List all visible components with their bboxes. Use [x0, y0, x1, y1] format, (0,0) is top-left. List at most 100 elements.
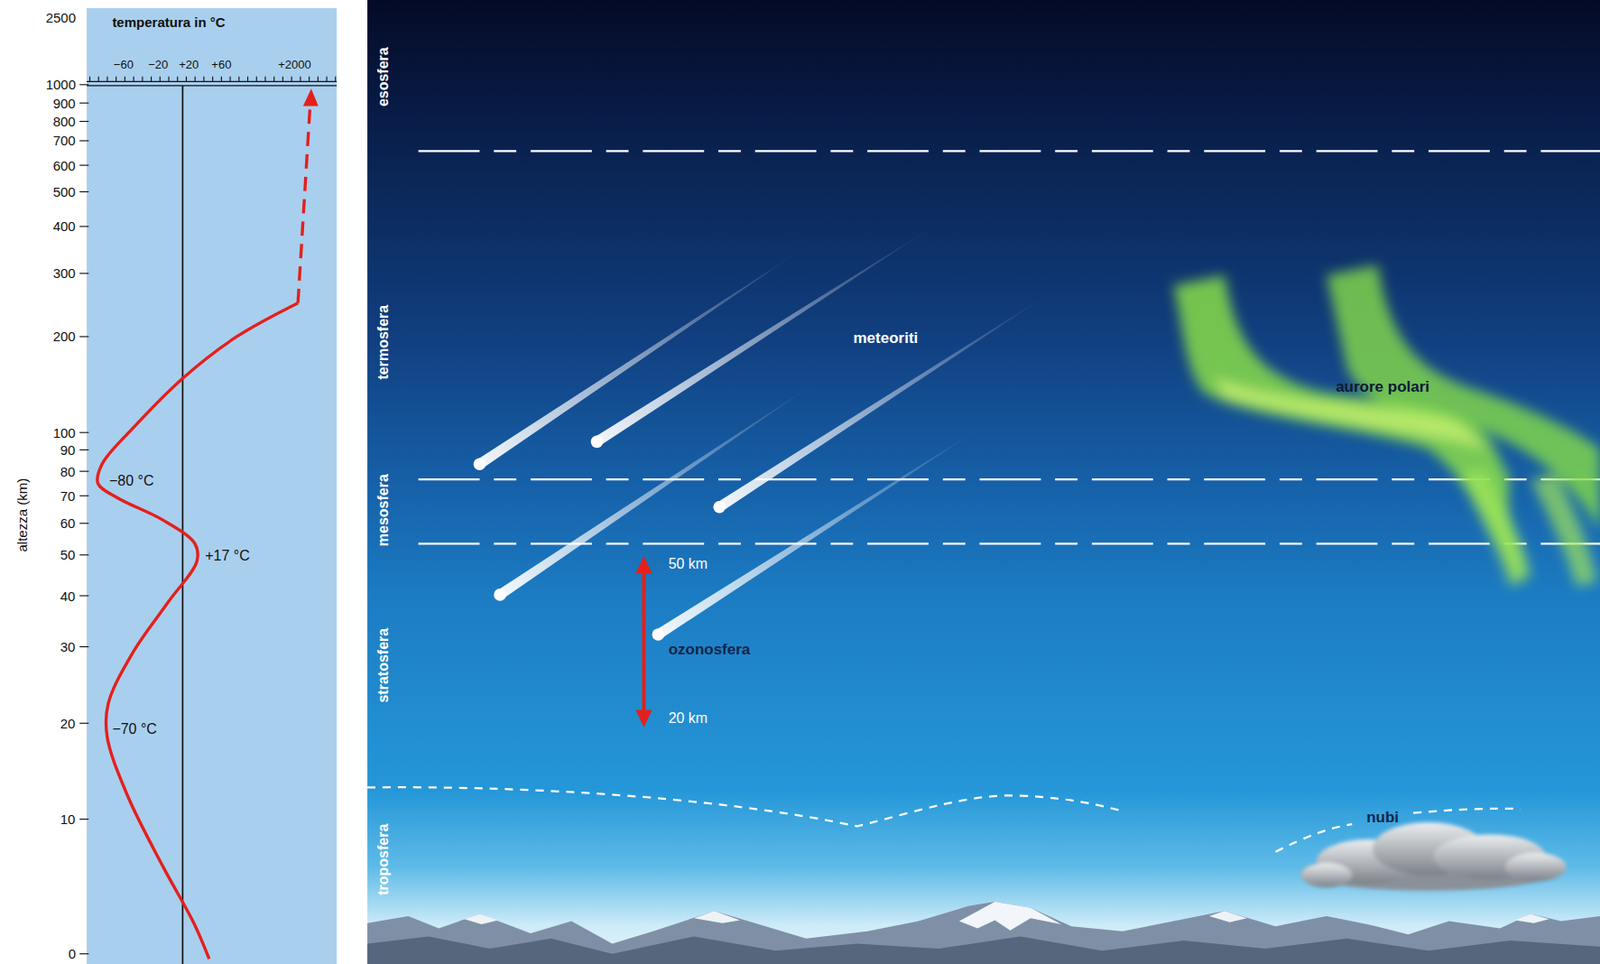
layer-band: termosfera: [372, 301, 395, 382]
axis-tick: [256, 76, 258, 83]
axis-value: 400: [53, 218, 76, 234]
axis-value: 20: [60, 715, 76, 731]
axis-tick: [79, 952, 89, 954]
altitude-value: 50 km: [668, 555, 709, 573]
meteor-head: [712, 500, 726, 514]
temperature-value: +17 °C: [204, 547, 250, 565]
tropopause-line: [1413, 808, 1521, 814]
meteor-head: [493, 588, 507, 602]
axis-tick: [238, 76, 240, 83]
axis-tick: [124, 76, 126, 83]
temperature-value: −70 °C: [111, 721, 158, 738]
meteor-trail: [476, 249, 801, 469]
axis-value: 200: [53, 328, 76, 344]
axis-tick: [150, 76, 152, 83]
layer-band: stratosfera: [372, 624, 395, 705]
illustration-label: aurore polari: [1335, 378, 1430, 397]
temperature-curve: [297, 103, 311, 303]
axis-tick: [79, 165, 89, 167]
axis-tick: [79, 432, 89, 434]
axis-tick: [230, 76, 232, 83]
axis-tick: [291, 76, 293, 83]
meteor-trail: [716, 295, 1046, 512]
meteor-head: [473, 457, 487, 471]
axis-value: 70: [60, 488, 76, 504]
axis-tick: [79, 83, 89, 85]
ozone-arrow: [635, 555, 652, 728]
layer-name: mesosfera: [375, 473, 392, 546]
axis-value: 100: [53, 425, 76, 441]
axis-tick: [79, 335, 89, 337]
illustration-label: nubi: [1366, 808, 1399, 827]
axis-tick: [159, 76, 161, 83]
axis-tick: [79, 225, 89, 227]
cloud: [1301, 822, 1567, 891]
altitude-value: 20 km: [668, 710, 709, 727]
axis-value: 800: [53, 113, 76, 130]
temperature-curve: [97, 303, 298, 960]
temperature-value: −80 °C: [109, 472, 155, 490]
axis-tick: [115, 76, 117, 83]
meteor-trail: [593, 229, 929, 446]
axis-title: temperatura in °C: [111, 14, 225, 30]
axis-tick: [334, 76, 336, 83]
axis-value: −60: [113, 58, 134, 73]
axis-value: 2500: [46, 9, 76, 26]
layer-name: termosfera: [375, 304, 392, 380]
axis-tick: [299, 76, 301, 83]
layer-name: esosfera: [375, 46, 392, 107]
axis-tick: [79, 191, 89, 193]
axis-value: 10: [60, 811, 76, 827]
axis-value: 50: [60, 546, 76, 563]
layer-name: troposfera: [375, 823, 392, 895]
axis-tick: [79, 646, 89, 648]
axis-break: [86, 84, 337, 86]
axis-tick: [79, 139, 89, 141]
axis-break: [86, 81, 337, 83]
arrow-head: [303, 88, 319, 106]
axis-tick: [98, 76, 100, 83]
illustration-label: meteoriti: [852, 329, 918, 348]
axis-value: 900: [53, 95, 76, 111]
axis-tick: [282, 76, 284, 83]
chart-panel: [86, 8, 337, 964]
axis-tick: [79, 495, 89, 497]
axis-tick: [194, 76, 196, 83]
axis-tick: [106, 76, 108, 83]
axis-value: 700: [53, 132, 76, 148]
axis-tick: [203, 76, 204, 83]
axis-value: +2000: [277, 58, 312, 73]
axis-tick: [176, 76, 178, 83]
axis-value: 80: [60, 463, 76, 480]
meteor-head: [591, 435, 604, 449]
axis-tick: [79, 818, 89, 820]
axis-value: 30: [60, 638, 76, 655]
axis-tick: [79, 449, 89, 451]
meteor-head: [652, 628, 666, 641]
axis-value: 40: [60, 588, 76, 604]
axis-value: 60: [60, 515, 76, 531]
axis-tick: [79, 554, 89, 555]
axis-tick: [273, 76, 275, 83]
axis-value: 0: [68, 945, 76, 962]
axis-tick: [79, 471, 89, 472]
zero-line: [182, 85, 185, 964]
axis-value: 600: [53, 157, 76, 174]
layer-band: mesosfera: [372, 471, 395, 549]
axis-tick: [79, 522, 89, 524]
axis-tick: [247, 76, 249, 83]
layer-boundaries: [418, 150, 1600, 544]
layer-name: stratosfera: [375, 628, 392, 703]
axis-value: 1000: [46, 76, 76, 93]
axis-tick: [264, 76, 266, 83]
axis-tick: [167, 76, 169, 83]
axis-tick: [212, 76, 213, 83]
axis-tick: [79, 102, 89, 104]
axis-value: −20: [147, 58, 168, 73]
axis-value: 90: [60, 442, 76, 458]
axis-tick: [79, 272, 89, 274]
sky: [367, 0, 1600, 964]
axis-title: altezza (km): [14, 478, 30, 553]
axis-value: 500: [53, 184, 76, 200]
axis-value: +60: [211, 58, 232, 73]
